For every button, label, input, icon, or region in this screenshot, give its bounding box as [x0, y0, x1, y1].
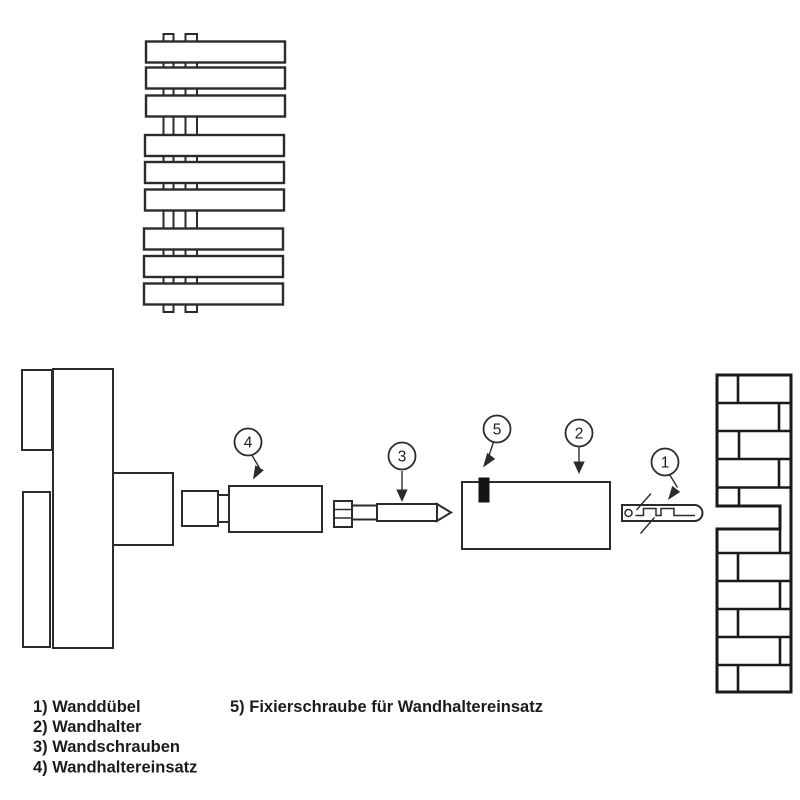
- legend-item-4: 4) Wandhaltereinsatz: [33, 759, 197, 777]
- radiator-bars: [142, 40, 287, 306]
- callout-3-arrowhead: [396, 489, 408, 502]
- radiator-bar: [142, 254, 285, 279]
- screw-hex-head: [333, 500, 353, 528]
- screw-shank: [351, 504, 378, 521]
- dowel-body: [621, 504, 704, 522]
- radiator-bar: [144, 94, 287, 118]
- sectioned-bar-upper: [21, 369, 53, 451]
- collector-block: [112, 472, 174, 546]
- brick-joints: [736, 375, 782, 692]
- wall-bracket-part2: [461, 477, 611, 550]
- legend-item-2: 2) Wandhalter: [33, 718, 142, 736]
- legend-item-3: 3) Wandschrauben: [33, 738, 180, 756]
- threaded-insert: [181, 490, 219, 527]
- wall-screw-part3: [333, 500, 453, 528]
- radiator-bar: [143, 188, 286, 212]
- callout-1-number: 1: [661, 455, 670, 472]
- towel-radiator-front-view: [142, 33, 287, 313]
- dowel-fins: [635, 493, 656, 534]
- radiator-bar: [144, 40, 287, 64]
- fixing-screw-part5: [478, 477, 490, 503]
- sectioned-bar-lower: [22, 491, 51, 648]
- callout-3-number: 3: [398, 449, 407, 466]
- callout-4-number: 4: [244, 435, 253, 452]
- callout-1: 1: [650, 447, 681, 500]
- radiator-bar: [142, 282, 285, 306]
- brick-courses: [717, 401, 791, 667]
- radiator-collector-tube: [52, 368, 114, 649]
- dowel-castellation: [635, 507, 695, 517]
- callout-1-circle: [650, 447, 680, 477]
- radiator-bar: [143, 160, 286, 185]
- callout-4-circle: [233, 427, 263, 457]
- screw-thread: [376, 503, 438, 522]
- callout-5-arrowhead: [483, 452, 496, 468]
- radiator-bar: [143, 133, 286, 158]
- callout-2-number: 2: [575, 426, 584, 443]
- insert-neck: [217, 494, 230, 523]
- callout-5-number: 5: [493, 422, 502, 439]
- callout-2-circle: [564, 418, 594, 448]
- callout-4: 4: [233, 427, 264, 480]
- legend-item-1: 1) Wanddübel: [33, 698, 141, 716]
- callout-1-arrowhead: [668, 485, 681, 500]
- wandhaltereinsatz-part4: [181, 485, 323, 533]
- legend-item-5: 5) Fixierschraube für Wandhaltereinsatz: [230, 698, 543, 716]
- callout-3: 3: [387, 441, 417, 502]
- insert-body: [228, 485, 323, 533]
- screw-tip: [436, 502, 453, 523]
- radiator-bar: [142, 227, 285, 251]
- legend: 1) Wanddübel 2) Wandhalter 3) Wandschrau…: [33, 698, 543, 777]
- callout-2: 2: [564, 418, 594, 474]
- radiator-bar: [144, 66, 287, 90]
- callout-5: 5: [482, 414, 512, 468]
- brick-wall: [715, 373, 793, 694]
- callout-2-arrowhead: [573, 461, 585, 474]
- callout-3-circle: [387, 441, 417, 471]
- radiator-side-profile: [21, 368, 174, 649]
- wall-dowel-part1: [621, 493, 704, 534]
- callout-5-circle: [482, 414, 512, 444]
- dowel-hole: [624, 508, 633, 518]
- callout-4-arrowhead: [253, 465, 264, 480]
